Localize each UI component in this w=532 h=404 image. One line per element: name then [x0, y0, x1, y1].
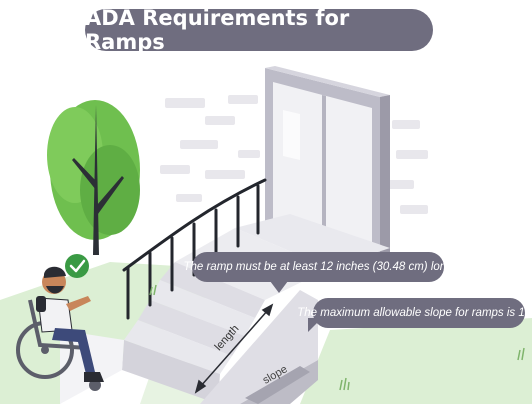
wheelchair-user	[16, 266, 104, 391]
checkmark-icon	[65, 254, 89, 278]
length-arrow	[194, 303, 274, 394]
ramp-length-callout: The ramp must be at least 12 inches (30.…	[183, 252, 453, 282]
page-title: ADA Requirements for Ramps	[85, 6, 433, 54]
ramp	[200, 290, 318, 404]
wall-bricks	[160, 95, 428, 214]
callout-tail	[270, 281, 288, 293]
grass-tufts	[149, 284, 525, 391]
max-slope-callout: The maximum allowable slope for ramps is…	[297, 298, 532, 328]
door	[265, 66, 390, 262]
tree	[47, 100, 140, 255]
